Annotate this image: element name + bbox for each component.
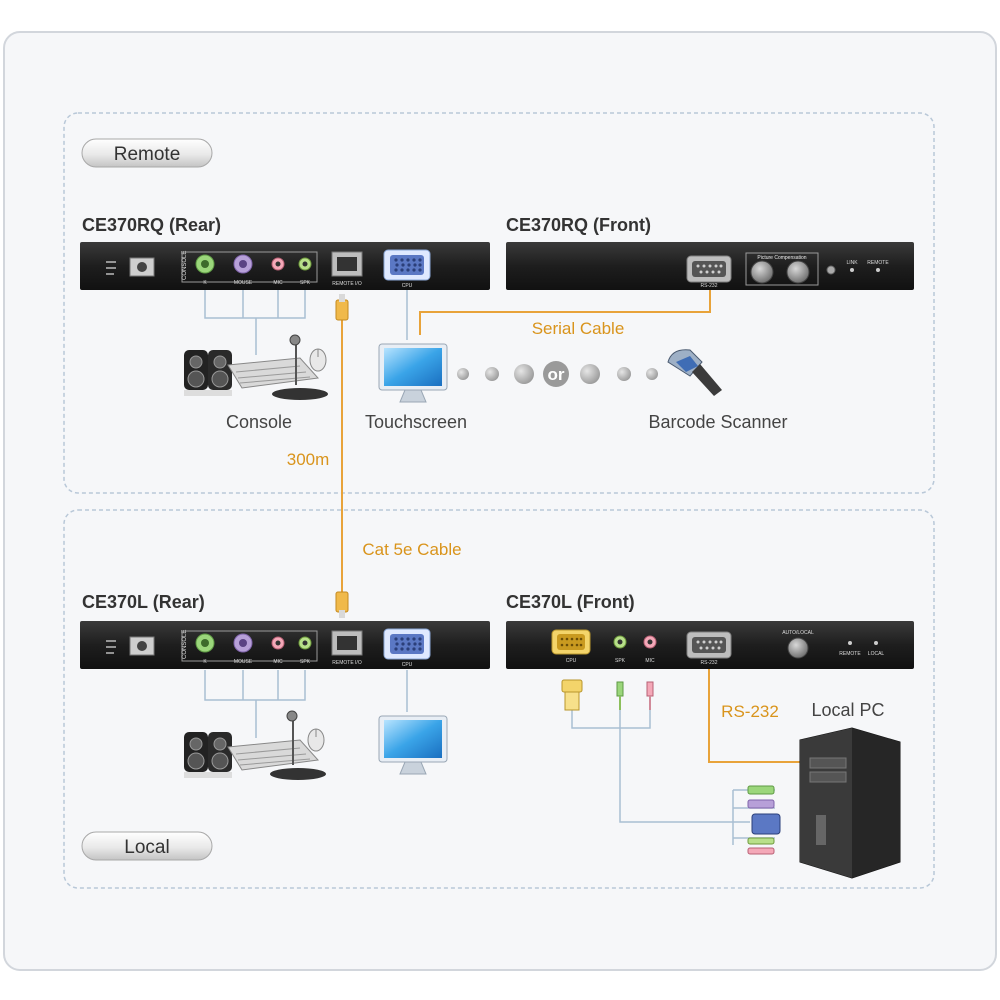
cat5e-connector-top <box>335 294 349 321</box>
local-console-peripherals <box>184 710 326 780</box>
kb-port-label: K <box>203 280 207 286</box>
local-rear-device: CONSOLE K MOUSE MIC SPK REMOTE I/O CPU <box>80 621 490 669</box>
speaker-icon <box>184 732 208 778</box>
remote-led-label: REMOTE <box>867 260 889 266</box>
remote-front-device: RS-232 Picture Compensation LINK REMOTE <box>506 242 914 290</box>
vga-port-icon <box>751 813 781 835</box>
console-label: Console <box>226 412 292 432</box>
serial-cable-label: Serial Cable <box>532 319 625 338</box>
mic-port-label: MIC <box>645 658 655 664</box>
local-led-label: LOCAL <box>868 651 885 657</box>
led-icon <box>850 268 854 272</box>
cat5e-cable-label: Cat 5e Cable <box>362 540 461 559</box>
remote-rear-device: CONSOLE K MOUSE MIC SPK REMOTE I/O CPU <box>80 242 490 290</box>
or-connector: or <box>457 361 658 387</box>
led-icon <box>874 641 878 645</box>
spk-port-label: SPK <box>300 659 311 665</box>
local-front-device: CPU SPK MIC RS-232 AUTO/LOCAL REMOTE LOC… <box>506 621 914 669</box>
cable-connector-icon <box>561 679 583 711</box>
cpu-port-label: CPU <box>566 658 577 664</box>
spk-port-label: SPK <box>300 280 311 286</box>
auto-local-label: AUTO/LOCAL <box>782 630 814 636</box>
cpu-port-label: CPU <box>402 662 413 668</box>
db9-port-icon <box>686 255 732 283</box>
remote-console-peripherals <box>184 334 328 400</box>
barcode-scanner-label: Barcode Scanner <box>648 412 787 432</box>
monitor-icon <box>378 343 448 403</box>
picture-compensation-group <box>745 252 819 286</box>
rj45-port-icon <box>331 630 363 656</box>
touchscreen-label: Touchscreen <box>365 412 467 432</box>
mouse-icon <box>307 728 325 752</box>
rs232-cable <box>708 668 800 763</box>
rj45-port-icon <box>331 251 363 277</box>
mouse-port-label: MOUSE <box>234 659 253 665</box>
mic-port-label: MIC <box>273 280 283 286</box>
remote-touchscreen <box>378 343 448 403</box>
led-icon <box>826 265 836 275</box>
serial-cable <box>419 286 711 335</box>
vga-port-icon <box>383 628 431 660</box>
speaker-icon <box>208 732 232 778</box>
remote-front-title: CE370RQ (Front) <box>506 215 651 235</box>
mic-port-label: MIC <box>273 659 283 665</box>
cat5e-connector-bottom <box>335 591 349 618</box>
speaker-icon <box>184 350 208 396</box>
led-icon <box>848 641 852 645</box>
mouse-port-label: MOUSE <box>234 280 253 286</box>
console-port-label: CONSOLE <box>182 630 188 659</box>
remote-console-wiring <box>204 290 408 355</box>
microphone-icon <box>270 710 326 780</box>
distance-label: 300m <box>287 450 330 469</box>
local-section-panel <box>63 509 935 889</box>
spk-port-label: SPK <box>615 658 626 664</box>
local-section-tag: Local <box>81 831 213 861</box>
or-label: or <box>548 365 565 384</box>
cpu-port-label: CPU <box>402 283 413 289</box>
knob-icon[interactable] <box>786 260 810 284</box>
keyboard-icon <box>227 739 320 771</box>
cable-connector-icon <box>646 681 654 710</box>
vga-port-icon <box>383 249 431 281</box>
remote-section-tag: Remote <box>81 138 213 168</box>
mouse-icon <box>309 348 327 372</box>
remote-io-port-label: REMOTE I/O <box>332 281 362 287</box>
cable-connector-icon <box>616 681 624 710</box>
led-icon <box>876 268 880 272</box>
local-section-label: Local <box>124 837 169 858</box>
link-led-label: LINK <box>846 260 858 266</box>
rs232-port-label: RS-232 <box>701 283 718 289</box>
speaker-icon <box>208 350 232 396</box>
knob-icon[interactable] <box>750 260 774 284</box>
local-front-title: CE370L (Front) <box>506 592 635 612</box>
vga-port-icon <box>551 629 591 655</box>
remote-led-label: REMOTE <box>839 651 861 657</box>
console-port-group <box>181 630 318 662</box>
console-port-label: CONSOLE <box>182 251 188 280</box>
local-console-wiring <box>204 670 408 738</box>
remote-rear-title: CE370RQ (Rear) <box>82 215 221 235</box>
power-jack-icon <box>106 257 155 277</box>
local-rear-title: CE370L (Rear) <box>82 592 205 612</box>
pc-tower-icon <box>799 727 901 879</box>
pc-cable-connectors <box>747 785 781 855</box>
remote-io-port-label: REMOTE I/O <box>332 660 362 666</box>
kb-port-label: K <box>203 659 207 665</box>
auto-local-button[interactable] <box>787 637 809 659</box>
rs232-label: RS-232 <box>721 702 779 721</box>
rs232-port-label: RS-232 <box>701 660 718 666</box>
remote-section-label: Remote <box>114 144 181 165</box>
picture-compensation-label: Picture Compensation <box>757 255 806 261</box>
microphone-icon <box>272 334 328 400</box>
local-monitor-icon <box>378 715 448 775</box>
db9-port-icon <box>686 631 732 659</box>
orange-cables <box>341 286 800 763</box>
barcode-scanner-icon <box>667 349 722 396</box>
console-port-group <box>181 251 318 283</box>
remote-section-panel <box>63 112 935 494</box>
local-pc-label: Local PC <box>811 700 884 720</box>
power-jack-icon <box>106 636 155 656</box>
